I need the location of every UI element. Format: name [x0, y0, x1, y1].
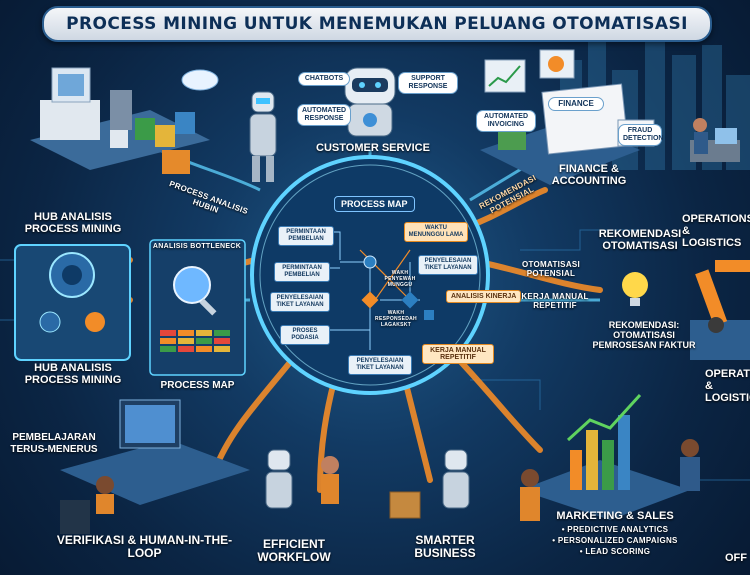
hub-analisis-bottom-label: HUB ANALISIS PROCESS MINING: [24, 362, 122, 386]
automated-invoicing-label: AUTOMATED INVOICING: [476, 110, 536, 132]
chatbots-bubble: CHATBOTS: [298, 72, 350, 86]
mini-label-1: WAKH PENYEWAH MUNGGU: [384, 270, 416, 288]
center-process-map-title: PROCESS MAP: [334, 196, 415, 212]
finance-board-label: FINANCE: [548, 97, 604, 111]
title-banner: PROCESS MINING UNTUK MENEMUKAN PELUANG O…: [42, 6, 712, 42]
hub-analisis-top-label: HUB ANALISIS PROCESS MINING: [24, 211, 122, 235]
efficient-workflow-label: EFFICIENT WORKFLOW: [257, 537, 331, 564]
penyelesaian-tiket-node-2: PENYELESAIAN TIKET LAYANAN: [270, 292, 330, 312]
mini-label-2: WAKH RESPONSEDAH LAGAKSKT: [375, 310, 417, 328]
operations-logistics-lower-label: OPERATIONS & LOGISTICS: [705, 368, 750, 404]
analisis-kinerja-tag: ANALISIS KINERJA: [446, 290, 522, 303]
kerja-manual-label-right: KERJA MANUAL REPETITIF: [521, 292, 589, 310]
marketing-sales-label: MARKETING & SALES: [556, 510, 674, 522]
customer-service-label: CUSTOMER SERVICE: [316, 142, 430, 154]
verifikasi-label: VERIFIKASI & HUMAN-IN-THE-LOOP: [56, 533, 233, 560]
bottleneck-label: ANALISIS BOTTLENECK: [152, 243, 242, 250]
permintaan-pembelian-node-2: PERMINTAAN PEMBELIAN: [274, 262, 330, 282]
page-title: PROCESS MINING UNTUK MENEMUKAN PELUANG O…: [66, 14, 688, 34]
fraud-detection-label: FRAUD DETECTION: [618, 124, 663, 146]
rekomendasi-otomatisasi-label: REKOMENDASI OTOMATISASI: [598, 228, 682, 252]
operations-logistics-label: OPERATIONS & LOGISTICS: [682, 213, 750, 249]
penyelesaian-tiket-node-3: PENYELESAIAN TIKET LAYANAN: [348, 355, 412, 375]
waktu-menunggu-node: WAKTU MENUNGGU LAMA: [404, 222, 468, 242]
automated-response-bubble: AUTOMATED RESPONSE: [297, 104, 351, 126]
office-label: OFF: [725, 552, 747, 564]
smarter-business-label: SMARTER BUSINESS: [414, 533, 476, 560]
marketing-item-3: • LEAD SCORING: [579, 547, 651, 556]
penyelesaian-tiket-node-1: PENYELESAIAN TIKET LAYANAN: [418, 255, 478, 275]
kerja-manual-tag-center: KERJA MANUAL REPETITIF: [422, 344, 494, 364]
permintaan-pembelian-node-1: PERMINTAAN PEMBELIAN: [278, 226, 334, 246]
pembelajaran-label: PEMBELAJARAN TERUS-MENERUS: [10, 432, 98, 455]
proses-node: PROSES PODASIA: [280, 325, 330, 345]
otomatisasi-potensial-label: OTOMATISASI POTENSIAL: [521, 260, 581, 278]
finance-accounting-label: FINANCE & ACCOUNTING: [551, 163, 627, 187]
rekomendasi-faktur-label: REKOMENDASI: OTOMATISASI PEMROSESAN FAKT…: [592, 320, 696, 350]
marketing-item-1: • PREDICTIVE ANALYTICS: [561, 525, 669, 534]
process-map-panel-label: PROCESS MAP: [160, 380, 235, 391]
support-response-bubble: SUPPORT RESPONSE: [398, 72, 458, 94]
marketing-item-2: • PERSONALIZED CAMPAIGNS: [552, 536, 678, 545]
